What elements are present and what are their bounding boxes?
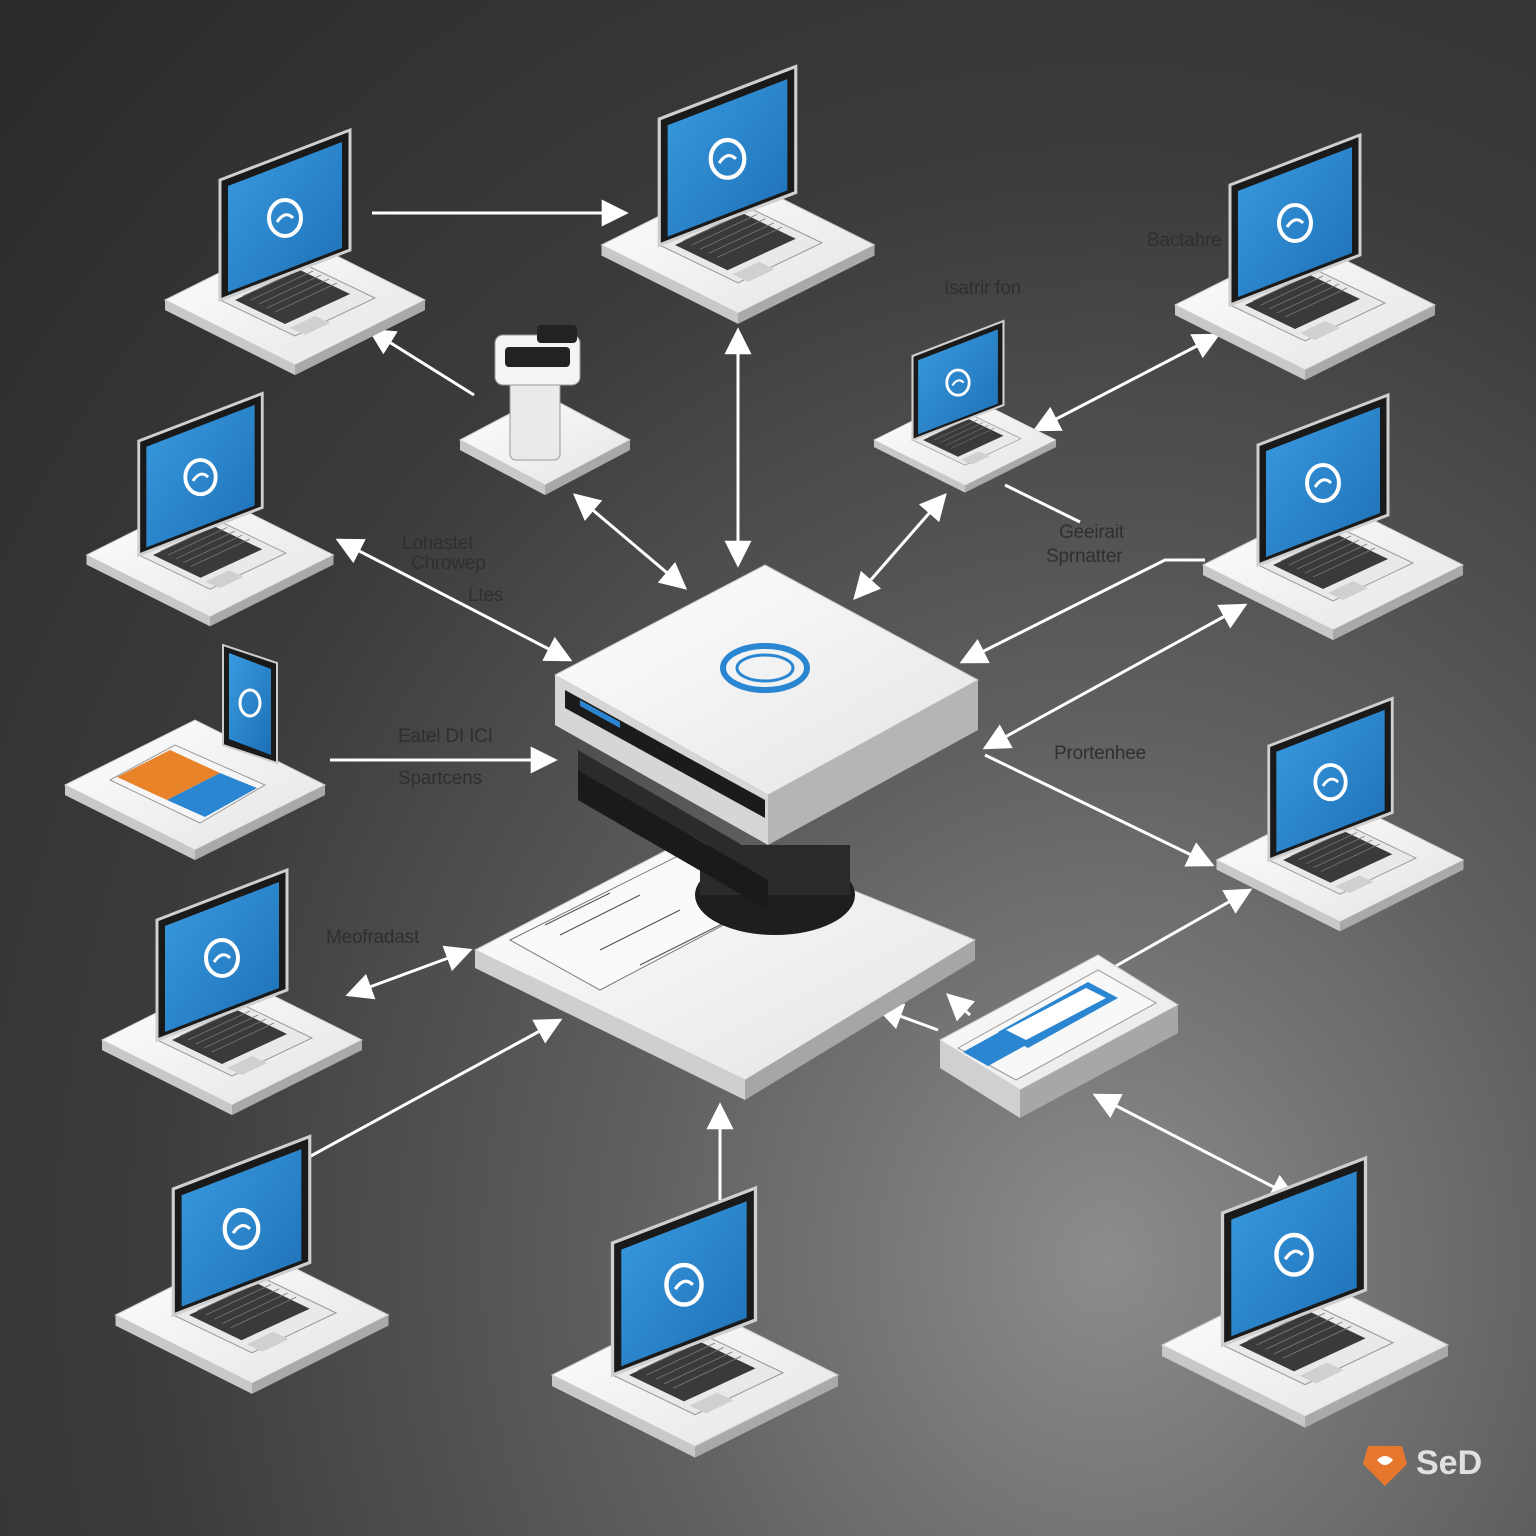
laptop-left-middle[interactable] (84, 391, 336, 629)
label-chrower: Chrowep (411, 553, 486, 574)
laptop-small-center-right[interactable] (872, 319, 1058, 494)
arrow-small-laptop-label (1004, 483, 1081, 524)
arrow-small-laptop-to-hub (853, 492, 947, 601)
arrow-camera-to-hub (572, 493, 688, 590)
label-gobrait: Geeirait (1059, 522, 1124, 543)
laptop-left-lower[interactable] (100, 868, 364, 1117)
brand-name: SeD (1416, 1444, 1483, 1482)
label-sparteens: Spartcens (398, 768, 482, 789)
server-hub-icon[interactable] (473, 564, 980, 1100)
arrow-small-laptop-to-right (1032, 333, 1221, 432)
arrow-phone-small (946, 993, 976, 1022)
arrow-phone-to-bottom-right (1092, 1093, 1298, 1200)
laptop-right-middle[interactable] (1201, 393, 1465, 642)
laptop-top-center[interactable] (602, 67, 875, 324)
brand-badge: SeD (1366, 1442, 1506, 1492)
arrow-hub-to-right-laptop-3 (984, 753, 1215, 867)
label-backhaul: Bactahre (1147, 230, 1222, 251)
label-ltes: Ltes (468, 585, 504, 606)
label-sprnatter: Sprnatter (1046, 546, 1123, 567)
arrow-right-laptop-2-to-hub (982, 603, 1248, 750)
arrow-phone-to-right-laptop-3 (1099, 888, 1253, 977)
network-arrows (273, 199, 1298, 1200)
phone-icon[interactable] (939, 954, 1179, 1118)
label-lohaster: Lohastet (402, 533, 474, 554)
laptop-right-lower[interactable] (1214, 696, 1466, 934)
label-isolation: Isatrir fon (944, 278, 1021, 299)
camera-icon[interactable] (458, 325, 632, 495)
label-eatel: Eatel DI ICI (398, 726, 493, 747)
arrow-left-laptop-3-to-base (345, 945, 473, 1000)
arrow-camera-to-top-left (367, 328, 475, 397)
laptop-bottom-right[interactable] (1162, 1158, 1448, 1428)
laptop-bottom-center[interactable] (552, 1188, 838, 1458)
arrow-base-to-bottom-left (273, 1018, 563, 1177)
brand-logo-icon (1363, 1446, 1407, 1486)
arrow-left-laptop-to-hub (335, 538, 573, 662)
laptop-top-right[interactable] (1173, 133, 1437, 382)
label-meofradst: Meofradast (326, 927, 420, 948)
tablet-icon[interactable] (63, 643, 327, 860)
label-prortenhe: Prortenhee (1054, 743, 1147, 764)
laptop-bottom-left[interactable] (116, 1137, 389, 1394)
